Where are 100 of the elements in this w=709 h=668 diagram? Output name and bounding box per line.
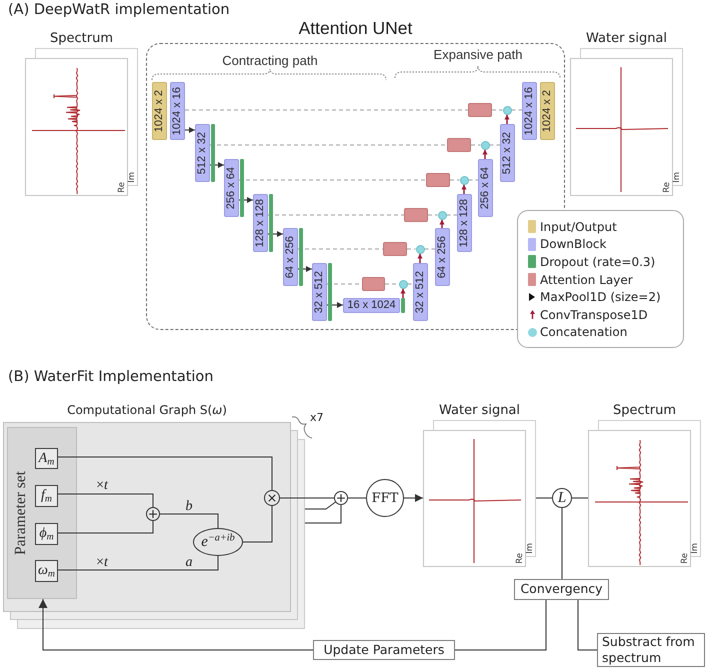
concat-dot [460, 176, 468, 184]
maxpool-arrow [210, 162, 224, 168]
skip-connection [424, 248, 435, 250]
parameter-panel [7, 427, 77, 599]
layer-block: 64 x 256 [435, 228, 450, 286]
io-block: 1024 x 2 [152, 82, 167, 140]
loss-node: L [552, 488, 572, 508]
fft-node: FFT [366, 479, 404, 517]
layer-block: 128 x 128 [457, 194, 472, 252]
connector [56, 456, 272, 490]
panel-title: Water signal [439, 403, 520, 418]
brace-label: Contracting path [222, 53, 318, 68]
skip-connection [298, 248, 383, 250]
layer-block: 512 x 32 [195, 124, 210, 182]
skip-connection [185, 109, 468, 111]
io-block: 1024 x 2 [540, 82, 555, 140]
axis-label: Im [526, 543, 534, 554]
connector [242, 506, 272, 542]
arrow [404, 494, 424, 502]
connector [454, 600, 546, 650]
maxpool-arrow [298, 266, 312, 272]
layer-block: 32 x 512 [312, 263, 327, 321]
concat-dot [398, 280, 408, 288]
process-box: Update Parameters [313, 640, 455, 660]
brace-label: Expansive path [434, 47, 522, 62]
upsample-arrow [418, 254, 422, 263]
parameter-box: ϕ$_{m}$ [35, 523, 58, 545]
legend-label: Attention Layer [540, 274, 633, 286]
concat-dot [480, 140, 490, 150]
legend-label: MaxPool1D (size=2) [540, 291, 661, 304]
layer-block: 64 x 256 [283, 228, 298, 286]
connector [56, 520, 154, 534]
skip-connection [327, 283, 362, 285]
panel-title: Spectrum [50, 31, 113, 46]
attention-block [404, 208, 428, 222]
process-box: Convergency [514, 579, 609, 600]
skip-connection [385, 283, 398, 285]
skip-connection [210, 144, 447, 146]
legend-label: Concatenation [540, 326, 628, 338]
layer-block: 256 x 64 [224, 159, 239, 217]
frame-title: Attention UNet [298, 18, 412, 39]
edge-label: b [186, 501, 192, 513]
product-node: × [264, 490, 280, 506]
skip-connection [490, 144, 500, 146]
skip-connection [446, 214, 457, 216]
skip-connection [408, 283, 413, 285]
maxpool-arrow [184, 127, 196, 133]
axis-label: Re [681, 553, 690, 564]
upsample-arrow [462, 184, 466, 194]
concat-dot [416, 244, 424, 254]
parameter-box: A$_{m}$ [35, 448, 58, 469]
upsample-arrow [400, 288, 406, 298]
layer-block: 1024 x 16 [170, 82, 185, 140]
skip-connection [239, 179, 426, 181]
attention-block [447, 138, 471, 152]
connector [56, 494, 154, 508]
skip-connection [512, 109, 522, 111]
attention-block [426, 173, 450, 187]
concat-dot [502, 106, 512, 114]
sum-node: + [146, 507, 160, 521]
axis-label: Im [128, 172, 136, 183]
layer-block: 1024 x 16 [522, 82, 537, 140]
skip-connection [450, 179, 460, 181]
maxpool-arrow [326, 302, 344, 308]
axis-label: Im [673, 172, 682, 183]
attention-block [468, 103, 492, 117]
section-title: (B) WaterFit Implementation [8, 368, 214, 386]
maxpool-arrow [268, 231, 284, 237]
legend-label: DownBlock [540, 238, 606, 250]
layer-block: 512 x 32 [500, 124, 515, 182]
count-label: x7 [310, 411, 324, 424]
edge-label: ×t [96, 557, 108, 569]
exponential-node: e$^{−a+ib}$ [193, 528, 243, 556]
attention-block [362, 277, 385, 291]
graph-title: Computational Graph S(ω) [67, 403, 227, 418]
layer-block: 32 x 512 [413, 263, 428, 321]
layer-block: 128 x 128 [253, 194, 268, 252]
arrow [38, 598, 314, 650]
legend-label: Input/Output [540, 220, 617, 233]
axis-label: Re [663, 182, 672, 193]
skip-connection [471, 144, 480, 146]
section-title: (A) DeepWatR implementation [8, 1, 230, 19]
upsample-arrow [440, 220, 444, 228]
axis-label: Re [118, 182, 126, 193]
process-box: Substract from spectrum [597, 633, 705, 667]
skip-connection [407, 248, 416, 250]
legend-label: Dropout (rate=0.3) [540, 256, 656, 268]
connector [304, 502, 336, 510]
connector [304, 504, 342, 524]
layer-block: 16 x 1024 [343, 298, 400, 313]
parameter-box: ω$_{m}$ [35, 560, 58, 582]
panel-label: Parameter set [13, 471, 28, 555]
edge-label: ×t [96, 480, 108, 492]
upsample-arrow [504, 114, 510, 124]
connector [56, 556, 218, 570]
skip-connection [268, 214, 404, 216]
parameter-box: f$_{m}$ [35, 485, 58, 507]
skip-connection [468, 179, 478, 181]
concat-dot [438, 210, 446, 220]
upsample-arrow [482, 150, 488, 159]
